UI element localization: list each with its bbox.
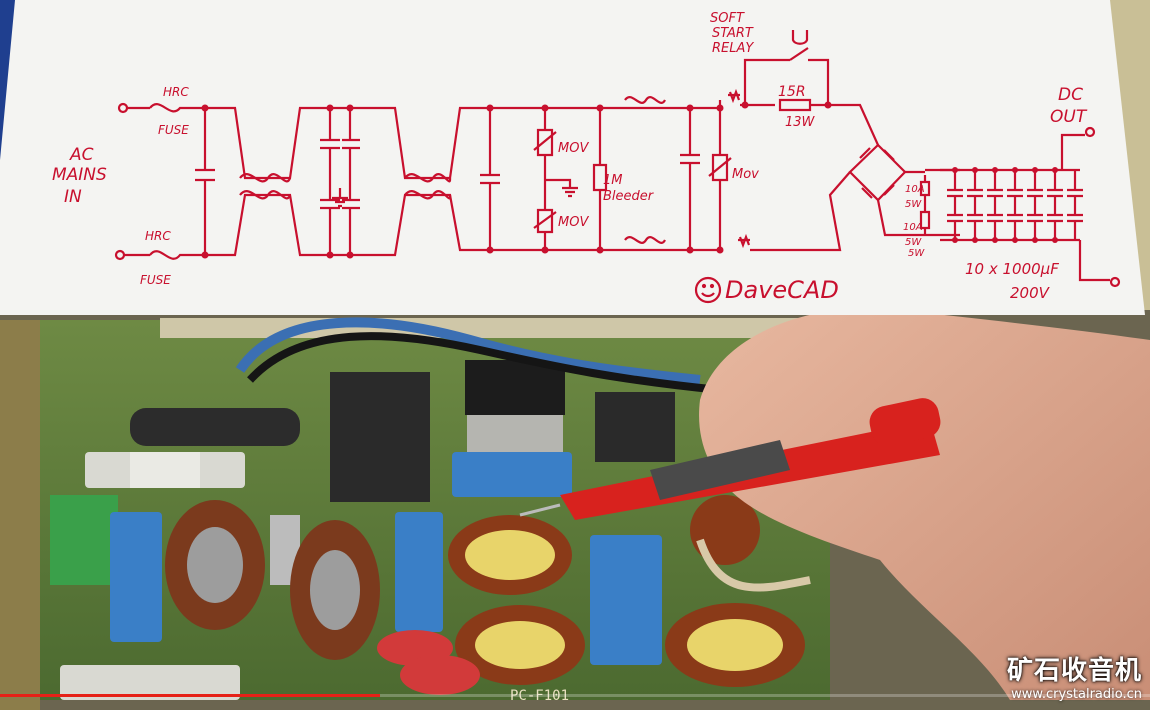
label-relay: RELAY bbox=[712, 41, 754, 56]
label-5w-3: 5W bbox=[908, 248, 925, 259]
label-bleeder: Bleeder bbox=[603, 189, 655, 204]
label-ac: AC bbox=[69, 145, 94, 165]
label-10a-1: 10A bbox=[905, 184, 925, 195]
label-capacitors: 10 x 1000μF bbox=[965, 260, 1059, 278]
label-5w-1: 5W bbox=[905, 199, 922, 210]
label-mov-bottom: MOV bbox=[558, 215, 589, 230]
label-in: IN bbox=[64, 187, 82, 207]
hand-with-probe bbox=[519, 308, 1150, 700]
label-start: START bbox=[712, 26, 754, 41]
label-cap-voltage: 200V bbox=[1010, 284, 1051, 302]
toroid-inductor-2 bbox=[290, 520, 380, 660]
label-10a-2: 10A bbox=[903, 222, 923, 233]
pcb-board-id: PC-F101 bbox=[510, 688, 569, 704]
schematic-paper bbox=[0, 0, 1145, 315]
video-progress-fill bbox=[0, 694, 380, 697]
label-hrc-top: HRC bbox=[163, 85, 189, 99]
label-out: OUT bbox=[1050, 107, 1088, 127]
label-davecad: DaveCAD bbox=[725, 276, 839, 304]
label-mov-right: Mov bbox=[732, 167, 759, 182]
label-hrc-bottom: HRC bbox=[145, 229, 171, 243]
toroid-inductor-6 bbox=[690, 495, 760, 565]
label-bleeder-value: 1M bbox=[603, 173, 623, 188]
circuit-schematic bbox=[114, 30, 1121, 304]
label-soft: SOFT bbox=[710, 11, 745, 26]
toroid-inductor-4 bbox=[455, 605, 585, 685]
label-mains: MAINS bbox=[52, 165, 107, 185]
label-5w-2: 5W bbox=[905, 237, 922, 248]
label-fuse-top: FUSE bbox=[158, 123, 189, 137]
label-resistor-value: 15R bbox=[778, 84, 806, 100]
toroid-inductor-3 bbox=[448, 515, 572, 595]
watermark: 矿石收音机 www.crystalradio.cn bbox=[1007, 650, 1142, 702]
watermark-url: www.crystalradio.cn bbox=[1011, 687, 1142, 702]
label-resistor-power: 13W bbox=[785, 115, 816, 130]
label-fuse-bottom: FUSE bbox=[140, 273, 171, 287]
toroid-inductor-5 bbox=[665, 603, 805, 687]
video-progress-bar[interactable] bbox=[0, 694, 1150, 697]
label-dc: DC bbox=[1058, 85, 1083, 105]
schematic-labels: SOFT START RELAY AC MAINS IN HRC FUSE HR… bbox=[52, 11, 1088, 304]
watermark-chinese: 矿石收音机 bbox=[1006, 656, 1142, 686]
label-mov-top: MOV bbox=[558, 141, 589, 156]
toroid-inductor-1 bbox=[165, 500, 265, 630]
